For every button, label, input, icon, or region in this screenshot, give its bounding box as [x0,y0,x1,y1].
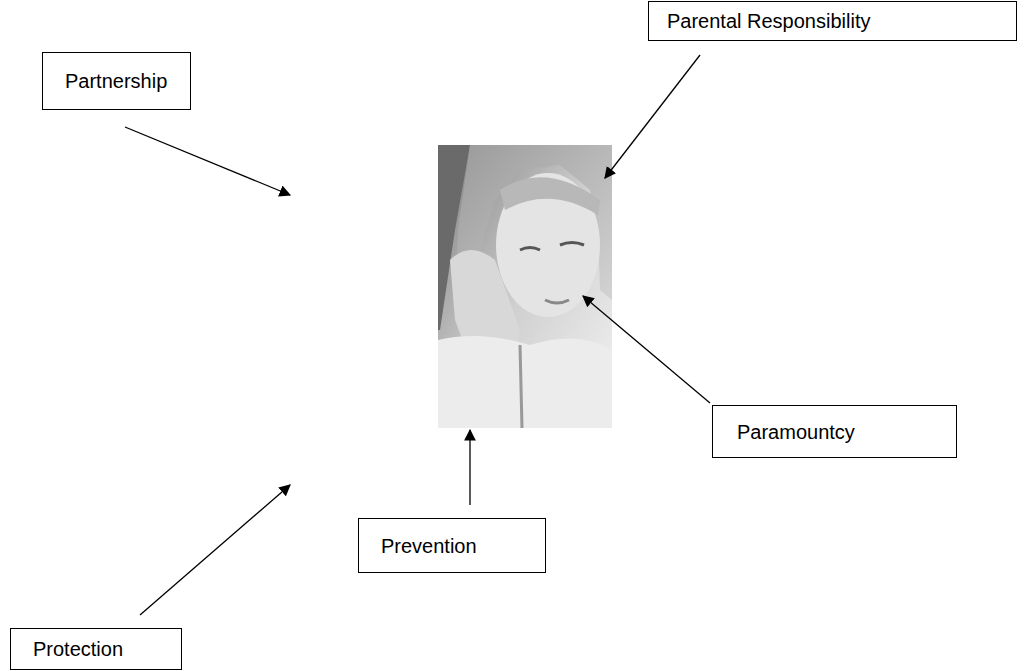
label-box: Paramountcy [712,405,957,458]
label-box: Parental Responsibility [648,1,1017,41]
leader-line [605,55,700,178]
leader-line [469,430,470,505]
label-box: Prevention [358,518,546,573]
label-box: Partnership [42,52,191,110]
girl-photo [438,145,612,428]
label-text: Parental Responsibility [667,9,870,33]
label-box: Protection [10,628,182,670]
label-text: Partnership [65,69,167,93]
label-text: Prevention [381,534,477,558]
label-text: Protection [33,637,123,661]
label-text: Paramountcy [737,420,855,444]
leader-line [140,485,290,615]
leader-lines [125,55,710,615]
leader-line [583,296,710,403]
leader-line [125,127,290,195]
